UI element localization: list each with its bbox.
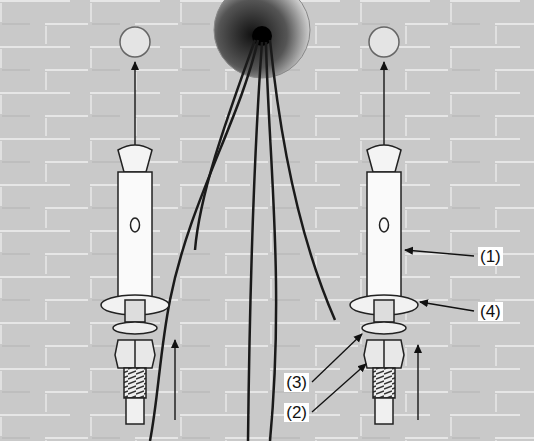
callout-number: (2): [284, 403, 309, 422]
callout-number: (4): [478, 302, 503, 321]
callout-number: (3): [284, 373, 309, 392]
callout-number: (1): [478, 247, 503, 266]
